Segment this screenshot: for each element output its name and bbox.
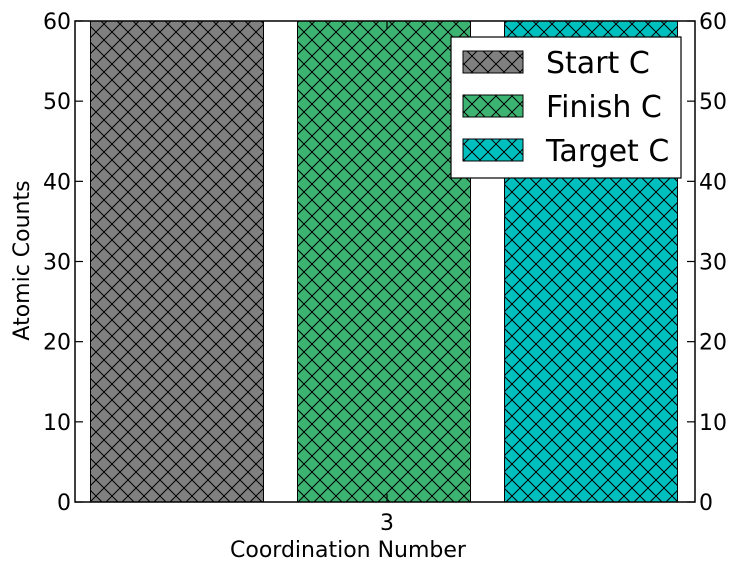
legend-label-start-c: Start C [546,46,650,81]
legend: Start C Finish C Target C [450,36,682,179]
legend-swatch-hatch-start-c [462,50,524,74]
y-tick-label-right: 50 [699,90,727,115]
bar-hatch-start-c [90,20,264,503]
y-tick-label-right: 0 [699,491,713,516]
legend-swatch-hatch-target-c [462,138,524,162]
legend-label-finish-c: Finish C [546,90,662,125]
y-tick-label-left: 50 [43,90,71,115]
legend-swatch-hatch-finish-c [462,94,524,118]
y-tick-label-left: 0 [57,491,71,516]
y-axis-title: Atomic Counts [10,180,35,340]
y-tick-label-left: 10 [43,411,71,436]
x-tick-label: 3 [380,511,394,536]
y-tick-label-left: 30 [43,251,71,276]
x-axis-title: Coordination Number [230,538,467,563]
ticks-layer: 0 0 10 10 20 20 30 30 40 40 50 50 60 60 3 [43,10,727,536]
y-tick-label-right: 60 [699,10,727,35]
y-tick-label-right: 30 [699,251,727,276]
y-tick-label-right: 20 [699,331,727,356]
legend-label-target-c: Target C [545,134,669,169]
y-tick-label-left: 20 [43,331,71,356]
y-tick-label-left: 60 [43,10,71,35]
y-tick-label-right: 40 [699,170,727,195]
y-tick-label-right: 10 [699,411,727,436]
y-tick-label-left: 40 [43,170,71,195]
bar-hatch-finish-c [297,20,471,503]
